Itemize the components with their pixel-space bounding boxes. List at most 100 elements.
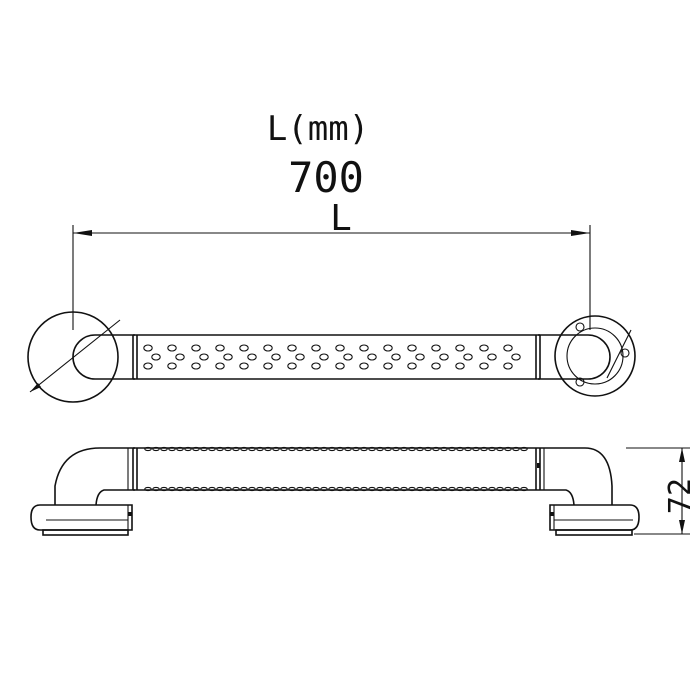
grip-ridge [504, 446, 512, 452]
grip-ridge [296, 486, 304, 492]
grip-ridge [264, 486, 272, 492]
grip-ridge [160, 486, 168, 492]
grip-ridge [264, 446, 272, 452]
left-elbow-side [54, 447, 135, 506]
grip-ridge [488, 446, 496, 452]
grip-dot [503, 344, 513, 352]
grip-ridge [152, 486, 160, 492]
grip-ridge [472, 486, 480, 492]
grip-ridge [448, 486, 456, 492]
grip-ridge [400, 486, 408, 492]
grip-dot [455, 362, 465, 370]
grip-dot [263, 362, 273, 370]
grip-ridge [320, 446, 328, 452]
grip-ridge [176, 486, 184, 492]
top-view [27, 311, 636, 403]
grip-dot [415, 353, 425, 361]
left-base-side [30, 504, 133, 536]
grip-dot [311, 362, 321, 370]
grip-ridge [192, 446, 200, 452]
grip-dot [271, 353, 281, 361]
grip-dot [335, 344, 345, 352]
grip-dot [263, 344, 273, 352]
grip-ridge [152, 446, 160, 452]
grip-ridge [328, 446, 336, 452]
grip-dot [431, 362, 441, 370]
grip-dot [143, 344, 153, 352]
grip-dot [223, 353, 233, 361]
grip-dot [151, 353, 161, 361]
grip-ridge [360, 486, 368, 492]
grip-ridge [408, 486, 416, 492]
grip-ridge [424, 446, 432, 452]
grip-dot [167, 362, 177, 370]
grip-ridge [248, 486, 256, 492]
grip-dot [175, 353, 185, 361]
grip-dot [407, 344, 417, 352]
arrow-left-icon [73, 230, 92, 236]
grip-ridge [232, 486, 240, 492]
grip-ridge [464, 486, 472, 492]
grip-ridge [440, 486, 448, 492]
grip-ridge [200, 446, 208, 452]
grip-ridge [352, 446, 360, 452]
grip-dot [215, 362, 225, 370]
grip-ridge [464, 446, 472, 452]
grip-dot [287, 362, 297, 370]
grip-ridge [304, 446, 312, 452]
grip-ridge [512, 446, 520, 452]
grip-ridge [376, 446, 384, 452]
grip-dot [431, 344, 441, 352]
grip-ridge [184, 446, 192, 452]
grip-ridge [472, 446, 480, 452]
grip-ridge [336, 446, 344, 452]
grip-bar-top [132, 334, 541, 380]
length-dimension-line [72, 225, 591, 330]
grip-ridge [440, 446, 448, 452]
grip-ridge [384, 446, 392, 452]
grip-ridge [280, 486, 288, 492]
grip-ridge [432, 486, 440, 492]
grip-ridge [224, 486, 232, 492]
grip-ridge [168, 446, 176, 452]
grip-ridge [520, 446, 528, 452]
grip-dot [359, 344, 369, 352]
grip-ridge [256, 486, 264, 492]
grip-ridge [200, 486, 208, 492]
grip-ridge [368, 486, 376, 492]
grip-ridge [512, 486, 520, 492]
grip-ridge [272, 446, 280, 452]
grip-ridge [144, 486, 152, 492]
height-value: 72 [663, 478, 698, 514]
grip-ridge [272, 486, 280, 492]
grip-ridge [304, 486, 312, 492]
grip-dot [191, 344, 201, 352]
grip-dot [391, 353, 401, 361]
grip-ridge [296, 446, 304, 452]
side-view [30, 446, 690, 536]
grip-ridge [344, 446, 352, 452]
grip-dot [239, 344, 249, 352]
right-base-side [549, 504, 640, 536]
grip-dot [463, 353, 473, 361]
arrow-right-icon [571, 230, 590, 236]
grip-dot [503, 362, 513, 370]
grip-ridge [312, 486, 320, 492]
grip-ridge [416, 446, 424, 452]
grip-ridge [232, 446, 240, 452]
grip-ridge [520, 486, 528, 492]
grip-dot [479, 362, 489, 370]
length-value: 700 [288, 153, 364, 202]
grip-ridge [368, 446, 376, 452]
grip-dot [511, 353, 521, 361]
grip-ridge [432, 446, 440, 452]
grip-ridge [144, 446, 152, 452]
grip-texture-pattern [143, 344, 521, 370]
grip-ridge [224, 446, 232, 452]
grip-dot [319, 353, 329, 361]
grip-dot [295, 353, 305, 361]
grip-dot [439, 353, 449, 361]
grip-ridge [496, 446, 504, 452]
grip-ridge [448, 446, 456, 452]
grip-ridge [384, 486, 392, 492]
